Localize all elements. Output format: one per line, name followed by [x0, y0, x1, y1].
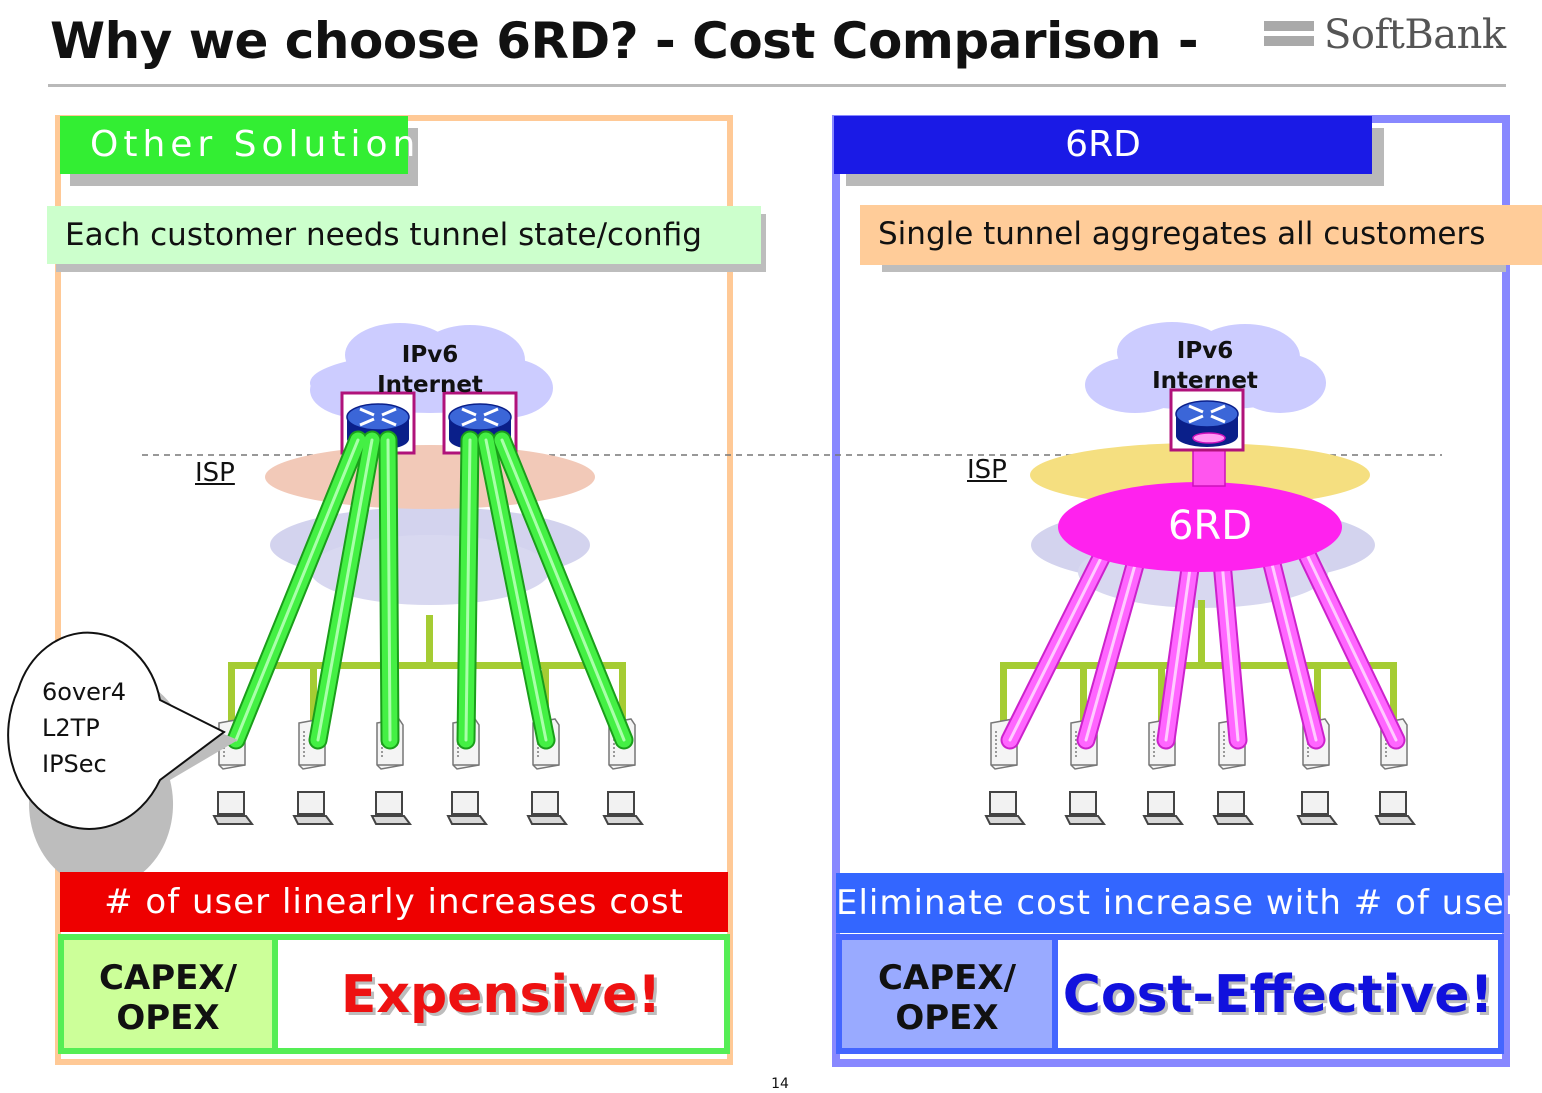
logo-wordmark: SoftBank [1324, 12, 1506, 58]
left-laptops [213, 791, 643, 825]
right-modems [990, 718, 1408, 770]
callout-text: 6over4 L2TP IPSec [42, 674, 126, 782]
left-cloud-label: IPv6 Internet [370, 340, 490, 400]
laptop-icon [1375, 791, 1415, 825]
left-trunk [426, 615, 433, 667]
callout-line: IPSec [42, 750, 107, 778]
capex-line: CAPEX/ [98, 958, 238, 998]
left-subtitle: Each customer needs tunnel state/config [47, 206, 761, 264]
right-tag: 6RD [834, 116, 1372, 174]
cost-effective-label: Cost-Effective! [1062, 965, 1494, 1025]
laptop-icon [985, 791, 1025, 825]
laptop-icon [1213, 791, 1253, 825]
title-divider [48, 84, 1506, 87]
laptop-icon [603, 791, 643, 825]
right-cloud-label: IPv6 Internet [1145, 336, 1265, 396]
page-title: Why we choose 6RD? - Cost Comparison - [50, 12, 1199, 70]
6rd-hub [1058, 482, 1342, 572]
right-verdict-cell: Cost-Effective! [1052, 934, 1504, 1054]
laptop-icon [1065, 791, 1105, 825]
page-number: 14 [771, 1076, 789, 1092]
left-tunnels [226, 430, 634, 750]
right-isp-label: ISP [967, 455, 1007, 485]
capex-line: OPEX [116, 998, 220, 1038]
logo-bars-icon [1264, 21, 1314, 51]
laptop-icon [447, 791, 487, 825]
softbank-logo: SoftBank [1264, 12, 1514, 66]
laptop-icon [371, 791, 411, 825]
laptop-icon [293, 791, 333, 825]
cloud-label-line: Internet [377, 372, 483, 398]
laptop-icon [1143, 791, 1183, 825]
tube-cap [1192, 432, 1226, 444]
left-banner: # of user linearly increases cost [60, 872, 728, 932]
right-trunk [1198, 600, 1205, 667]
cloud-label-line: IPv6 [401, 342, 459, 368]
right-banner: Eliminate cost increase with # of user [836, 873, 1519, 933]
left-tag: Other Solutions [60, 116, 439, 174]
right-laptops [985, 791, 1415, 825]
right-capex-cell: CAPEX/ OPEX [836, 934, 1058, 1054]
right-subtitle: Single tunnel aggregates all customers [860, 205, 1542, 265]
left-isp-label: ISP [195, 458, 235, 488]
right-ipv6-cloud [1085, 322, 1326, 413]
left-verdict-cell: Expensive! [272, 934, 730, 1054]
expensive-label: Expensive! [340, 965, 662, 1025]
cloud-label-line: Internet [1152, 368, 1258, 394]
right-tunnels [1000, 530, 1406, 750]
hub-label: 6RD [1167, 503, 1253, 549]
right-access-bus [1000, 662, 1397, 724]
laptop-icon [1297, 791, 1337, 825]
capex-line: OPEX [895, 998, 999, 1038]
callout-line: L2TP [42, 714, 100, 742]
laptop-icon [527, 791, 567, 825]
cloud-label-line: IPv6 [1176, 338, 1234, 364]
capex-line: CAPEX/ [877, 958, 1017, 998]
callout-line: 6over4 [42, 678, 127, 706]
laptop-icon [213, 791, 253, 825]
protocol-callout [7, 631, 239, 889]
left-access-bus [228, 662, 626, 724]
left-modems [218, 718, 636, 770]
left-capex-cell: CAPEX/ OPEX [58, 934, 278, 1054]
